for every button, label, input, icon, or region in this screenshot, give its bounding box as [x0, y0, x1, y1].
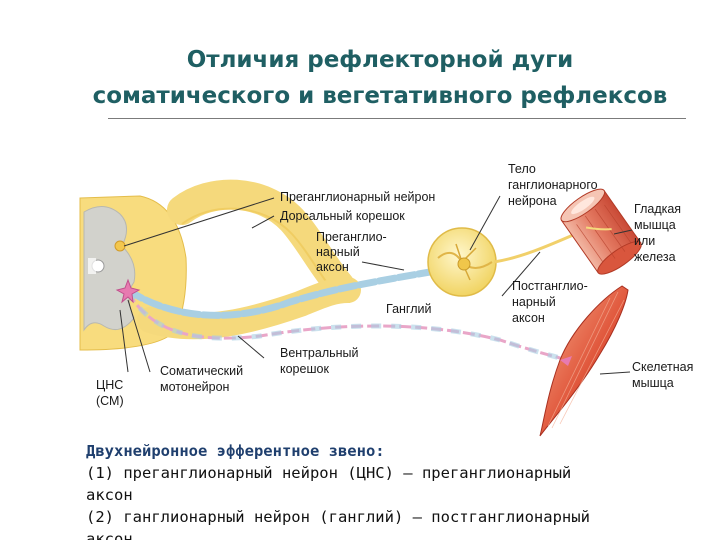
label-ganglion: Ганглий	[386, 302, 431, 316]
label-preganglionic-axon-3: аксон	[316, 260, 349, 274]
label-ganglionic-body-3: нейрона	[508, 194, 557, 208]
caption-block: Двухнейронное эфферентное звено: (1) пре…	[86, 440, 706, 540]
label-cns-2: (СМ)	[96, 394, 124, 408]
label-preganglionic-neuron: Преганглионарный нейрон	[280, 190, 435, 204]
label-smooth-muscle-4: железа	[634, 250, 676, 264]
gray-matter	[83, 206, 136, 332]
label-preganglionic-axon-1: Преганглио-	[316, 230, 387, 244]
caption-heading: Двухнейронное эфферентное звено:	[86, 442, 385, 460]
label-ganglionic-body-1: Тело	[508, 162, 536, 176]
skeletal-muscle	[539, 285, 629, 437]
caption-line-4: аксон	[86, 530, 133, 540]
label-skeletal-muscle-2: мышца	[632, 376, 674, 390]
title-divider	[108, 118, 686, 119]
caption-line-1: (1) преганглионарный нейрон (ЦНС) – прег…	[86, 464, 572, 482]
caption-line-2: аксон	[86, 486, 133, 504]
smooth-muscle	[560, 188, 642, 275]
label-preganglionic-axon-2: нарный	[316, 245, 360, 259]
label-somatic-motoneuron-1: Соматический	[160, 364, 243, 378]
label-smooth-muscle-1: Гладкая	[634, 202, 681, 216]
ganglion	[427, 227, 497, 297]
somatic-motoneuron	[115, 278, 141, 304]
label-smooth-muscle-3: или	[634, 234, 655, 248]
postganglionic-axon	[493, 230, 581, 264]
label-ventral-root-2: корешок	[280, 362, 329, 376]
preganglionic-neuron-body	[114, 240, 126, 252]
preganglionic-axon	[124, 268, 434, 319]
somatic-motor-axon	[126, 291, 569, 362]
slide-title-line2: соматического и вегетативного рефлексов	[92, 83, 668, 109]
label-skeletal-muscle-1: Скелетная	[632, 360, 693, 374]
label-postganglionic-axon-1: Постганглио-	[512, 279, 588, 293]
label-cns-1: ЦНС	[96, 378, 123, 392]
label-postganglionic-axon-2: нарный	[512, 295, 556, 309]
label-smooth-muscle-2: мышца	[634, 218, 676, 232]
label-somatic-motoneuron-2: мотонейрон	[160, 380, 230, 394]
slide-title-line1: Отличия рефлекторной дуги	[186, 47, 574, 73]
label-dorsal-root: Дорсальный корешок	[280, 209, 405, 223]
leader-lines	[119, 195, 633, 375]
caption-line-3: (2) ганглионарный нейрон (ганглий) – пос…	[86, 508, 590, 526]
label-postganglionic-axon-3: аксон	[512, 311, 545, 325]
ganglionic-neuron-body	[457, 257, 471, 271]
label-ventral-root-1: Вентральный	[280, 346, 359, 360]
dorsal-root	[167, 179, 355, 301]
label-ganglionic-body-2: ганглионарного	[508, 178, 598, 192]
